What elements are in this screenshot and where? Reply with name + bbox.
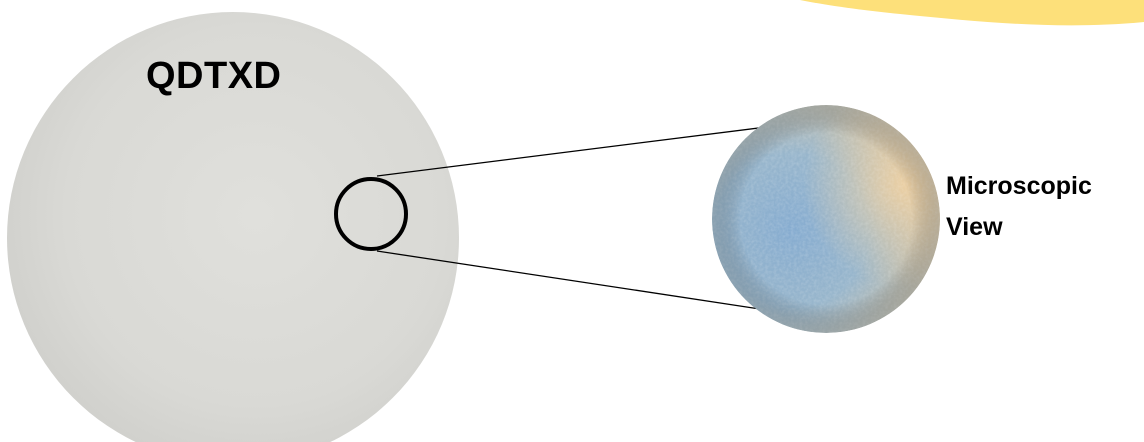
microscopic-view-label: Microscopic View <box>946 166 1092 248</box>
sample-label: QDTXD <box>146 55 282 98</box>
microscopic-view-label-line1: Microscopic <box>946 166 1092 207</box>
microscopic-view-image <box>712 105 940 333</box>
accent-arc <box>800 0 1144 25</box>
microscopic-view-label-line2: View <box>946 207 1092 248</box>
